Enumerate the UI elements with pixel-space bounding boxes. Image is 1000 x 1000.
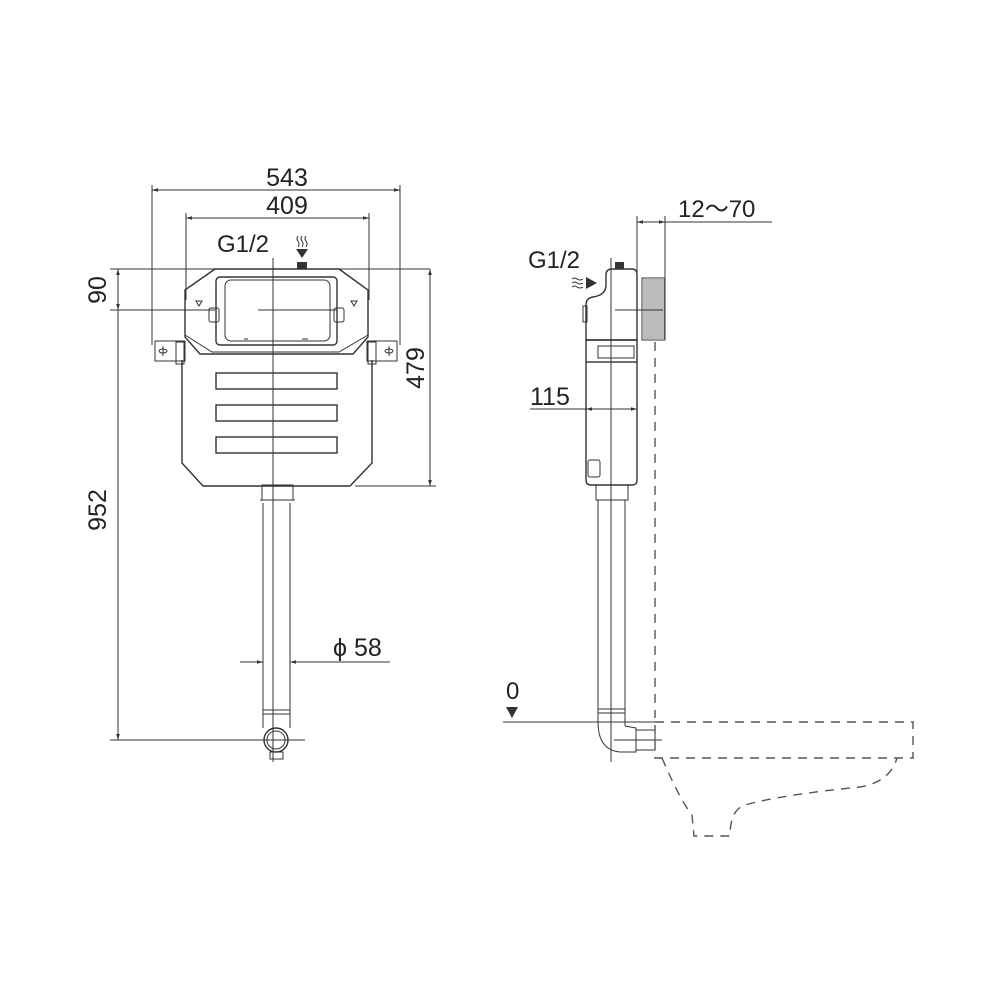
dimension-label: 543 (266, 164, 308, 192)
dimension-label: 90 (84, 276, 112, 304)
bracket-right (366, 340, 398, 365)
flush-pipe-front (260, 484, 295, 760)
slot (215, 404, 338, 422)
dimension-label: 409 (266, 192, 308, 220)
floor-level-label: 0 (506, 678, 519, 705)
slot (215, 372, 338, 390)
inlet-label: G1/2 (528, 247, 580, 274)
level-marker-icon (506, 707, 518, 718)
dimension-label: 115 (530, 383, 570, 411)
cistern-front (154, 268, 398, 487)
dimension-label: ϕ 58 (333, 634, 382, 662)
bracket-left (154, 340, 186, 365)
water-inlet-icon (296, 235, 308, 269)
wall-flange (641, 277, 666, 341)
slot (215, 436, 338, 454)
cistern-side (582, 262, 666, 486)
water-inlet-icon (571, 277, 597, 289)
dimension-label: 12～70 (678, 196, 755, 223)
front-view: 543 409 G1/2 (84, 164, 436, 762)
dimension-label: 952 (84, 489, 112, 531)
flush-pipe-side (595, 484, 662, 753)
side-view: 12～70 G1/2 115 (503, 196, 914, 837)
dimension-409: 409 (185, 192, 370, 300)
dimension-543: 543 (151, 164, 401, 345)
inlet-label: G1/2 (217, 231, 269, 258)
toilet-outline (654, 721, 914, 837)
dimension-label: 479 (402, 347, 430, 389)
